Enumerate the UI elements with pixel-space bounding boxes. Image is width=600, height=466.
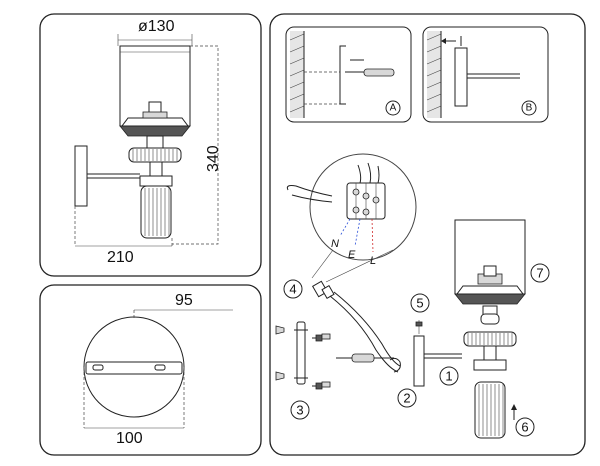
wire-e-label: E xyxy=(348,249,356,261)
step-a-circle xyxy=(385,100,401,116)
panel-installation: A B xyxy=(269,13,586,456)
step-5-circle xyxy=(410,293,430,313)
step-5-label: 5 xyxy=(416,296,423,311)
step-b-label: B xyxy=(526,103,533,114)
lamp-assembly xyxy=(454,219,526,439)
connector-part xyxy=(311,280,401,373)
panel-plate-view: 95 100 xyxy=(39,284,262,456)
step-4-circle xyxy=(283,279,303,299)
step-3-circle xyxy=(290,400,310,420)
shade-diameter-label: ø130 xyxy=(138,18,175,35)
projection-label: 210 xyxy=(107,249,134,266)
fluted-body xyxy=(140,185,172,239)
plate-diameter-label: 100 xyxy=(116,430,143,447)
step-1-label: 1 xyxy=(445,369,452,384)
mounting-bracket xyxy=(275,321,331,390)
step-4-label: 4 xyxy=(289,282,296,297)
wiring-zoom: N E L xyxy=(286,153,417,283)
panel-side-view: ø130 xyxy=(39,13,262,277)
step-numbers: 4 3 2 5 1 6 7 xyxy=(283,263,550,437)
step-7-label: 7 xyxy=(536,266,543,281)
step-6-circle xyxy=(515,417,535,437)
fluted-body-assembly xyxy=(474,381,506,439)
wall-plate-side xyxy=(413,335,425,387)
step-a-box: A xyxy=(285,26,412,123)
plate-width-label: 95 xyxy=(175,292,193,309)
step-2-label: 2 xyxy=(403,391,410,406)
step-b-circle xyxy=(521,100,537,116)
wall-plate xyxy=(74,145,88,207)
step-1-circle xyxy=(439,366,459,386)
wall-plate-part xyxy=(413,320,462,387)
step-2-circle xyxy=(397,388,417,408)
wire-l-label: L xyxy=(370,255,376,267)
height-label: 340 xyxy=(205,145,222,172)
wire-n-label: N xyxy=(331,238,339,250)
step-3-label: 3 xyxy=(296,403,303,418)
step-b-box: B xyxy=(422,26,549,123)
step-7-circle xyxy=(530,263,550,283)
step-a-label: A xyxy=(390,103,397,114)
screwdriver-tool xyxy=(336,353,394,363)
step-6-label: 6 xyxy=(521,420,528,435)
